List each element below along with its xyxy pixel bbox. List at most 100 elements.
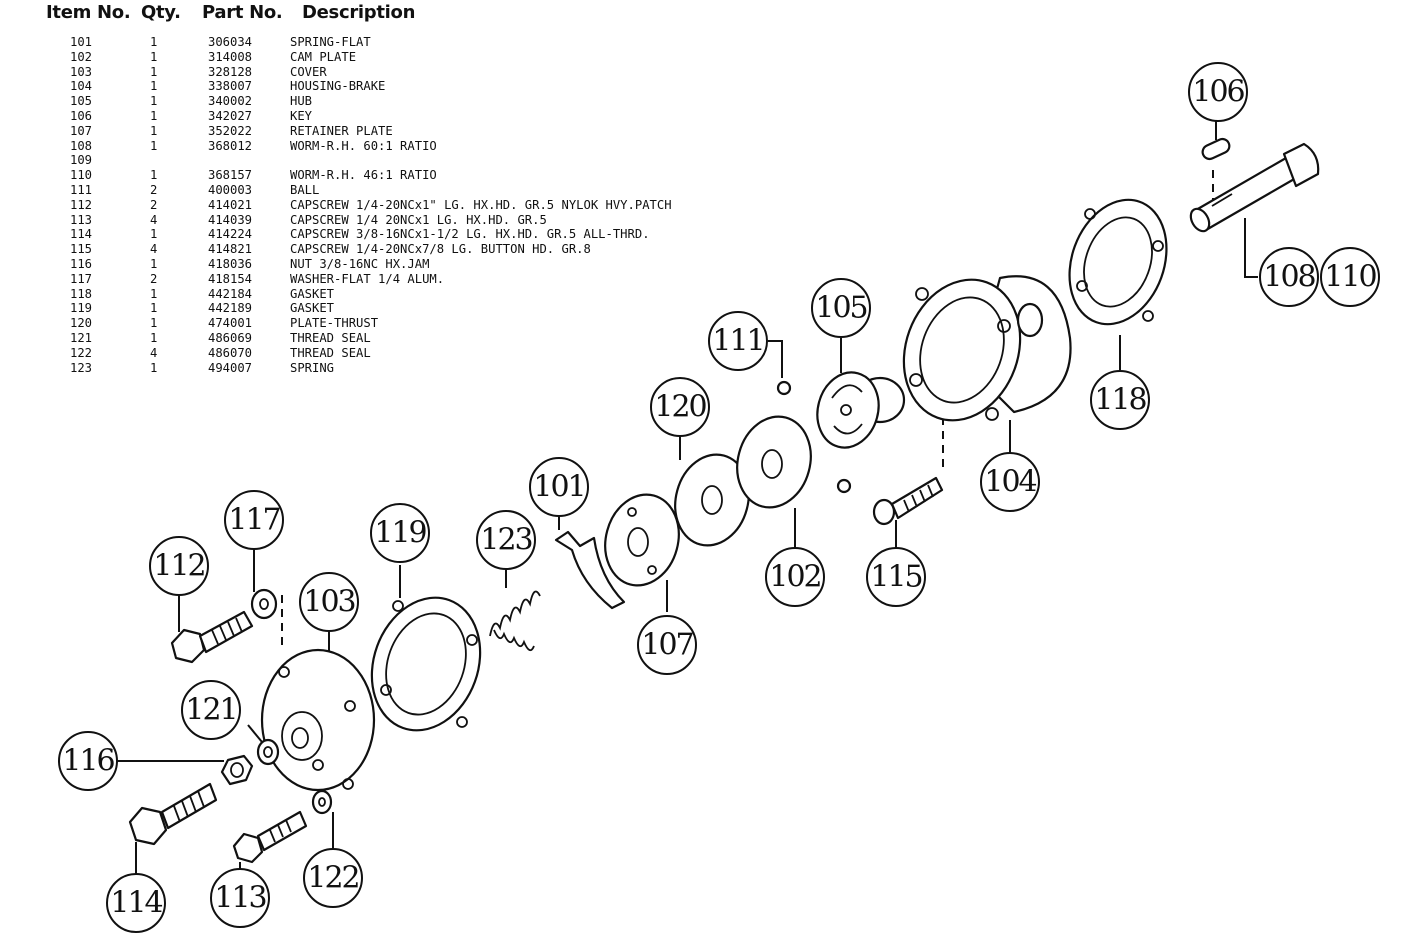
spring-123 — [489, 590, 541, 652]
description: HUB — [290, 94, 313, 109]
svg-text:120: 120 — [654, 390, 706, 425]
quantity: 1 — [150, 35, 158, 49]
svg-text:106: 106 — [1192, 75, 1244, 110]
part-number: 414021 — [208, 197, 253, 212]
capscrew-114 — [128, 782, 218, 846]
description: NUT 3/8-16NC HX.JAM — [290, 257, 430, 271]
item-number: 114 — [70, 227, 93, 242]
part-number: 368012 — [208, 138, 253, 153]
capscrew-113 — [232, 810, 308, 864]
part-number: 342027 — [208, 109, 253, 123]
svg-text:108: 108 — [1263, 260, 1315, 295]
quantity: 1 — [150, 123, 158, 138]
svg-text:111: 111 — [712, 324, 763, 359]
description: THREAD SEAL — [290, 345, 371, 360]
callout-104: 104 — [980, 452, 1040, 512]
qty-header: Qty. — [141, 2, 181, 23]
description: PLATE-THRUST — [290, 316, 379, 331]
svg-text:112: 112 — [153, 549, 204, 584]
svg-text:114: 114 — [110, 886, 162, 921]
callout-114: 114 — [106, 873, 166, 933]
svg-text:117: 117 — [228, 503, 279, 538]
thread-seal-121 — [256, 738, 280, 766]
description: RETAINER PLATE — [290, 123, 393, 138]
item-number: 102 — [70, 49, 93, 64]
item-number: 105 — [70, 94, 93, 109]
cam-plate-102 — [736, 415, 812, 509]
parts-list-row: 109 — [0, 153, 800, 167]
quantity: 1 — [150, 49, 158, 64]
callout-119: 119 — [370, 503, 430, 563]
part-number: 486069 — [208, 331, 253, 345]
svg-text:121: 121 — [185, 693, 236, 728]
gasket-119 — [370, 596, 482, 732]
callout-111: 111 — [708, 311, 768, 371]
part-number: 414039 — [208, 212, 253, 227]
part-number: 314008 — [208, 49, 253, 64]
item-number: 107 — [70, 123, 93, 138]
item-number: 104 — [70, 79, 93, 94]
part-number: 338007 — [208, 79, 253, 94]
description: WORM-R.H. 46:1 RATIO — [290, 168, 437, 183]
part-number: 414224 — [208, 227, 253, 242]
svg-text:115: 115 — [870, 560, 921, 595]
description: KEY — [290, 109, 313, 123]
part-number: 306034 — [208, 35, 253, 49]
quantity: 4 — [150, 242, 158, 257]
quantity: 1 — [150, 94, 158, 109]
parts-list-header: Item No. Qty. Part No. Description — [46, 0, 506, 28]
svg-text:119: 119 — [374, 516, 426, 551]
svg-text:101: 101 — [533, 470, 584, 505]
part-number: 340002 — [208, 94, 253, 109]
part-number: 414821 — [208, 242, 253, 257]
washer-117 — [250, 588, 278, 620]
part-number: 368157 — [208, 168, 253, 183]
description: SPRING-FLAT — [290, 35, 371, 49]
description: CAPSCREW 3/8-16NCx1-1/2 LG. HX.HD. GR.5 … — [290, 227, 650, 242]
part-number: 400003 — [208, 183, 253, 197]
description: WORM-R.H. 60:1 RATIO — [290, 138, 437, 153]
item-number: 118 — [70, 286, 93, 301]
part-number: 442189 — [208, 301, 253, 316]
part-number: 474001 — [208, 316, 253, 331]
part-number: 486070 — [208, 345, 253, 360]
item-number: 116 — [70, 257, 93, 271]
svg-text:107: 107 — [641, 628, 692, 663]
key-106 — [1201, 137, 1231, 161]
svg-text:122: 122 — [307, 861, 358, 896]
svg-text:123: 123 — [480, 523, 531, 558]
item-number: 108 — [70, 138, 93, 153]
part-no-header: Part No. — [202, 2, 283, 23]
parts-list-row: 108 1 368012 WORM-R.H. 60:1 RATIO — [0, 139, 800, 153]
svg-text:102: 102 — [769, 560, 820, 595]
description: CAPSCREW 1/4 20NCx1 LG. HX.HD. GR.5 — [290, 212, 547, 227]
quantity: 2 — [150, 271, 158, 286]
callout-118: 118 — [1090, 370, 1150, 430]
callout-103: 103 — [299, 572, 359, 632]
callout-106: 106 — [1188, 62, 1248, 122]
part-number: 352022 — [208, 123, 253, 138]
item-number: 122 — [70, 345, 93, 360]
description: SPRING — [290, 360, 335, 375]
callout-102: 102 — [765, 547, 825, 607]
item-number: 106 — [70, 109, 93, 123]
housing-brake-104 — [902, 275, 1072, 422]
callout-108: 108 — [1259, 247, 1319, 307]
item-number: 120 — [70, 316, 93, 331]
svg-text:110: 110 — [1324, 260, 1376, 295]
quantity: 1 — [150, 138, 158, 153]
hub-105 — [816, 371, 906, 449]
item-no-header: Item No. — [46, 2, 131, 23]
worm-108-110 — [1189, 142, 1320, 233]
